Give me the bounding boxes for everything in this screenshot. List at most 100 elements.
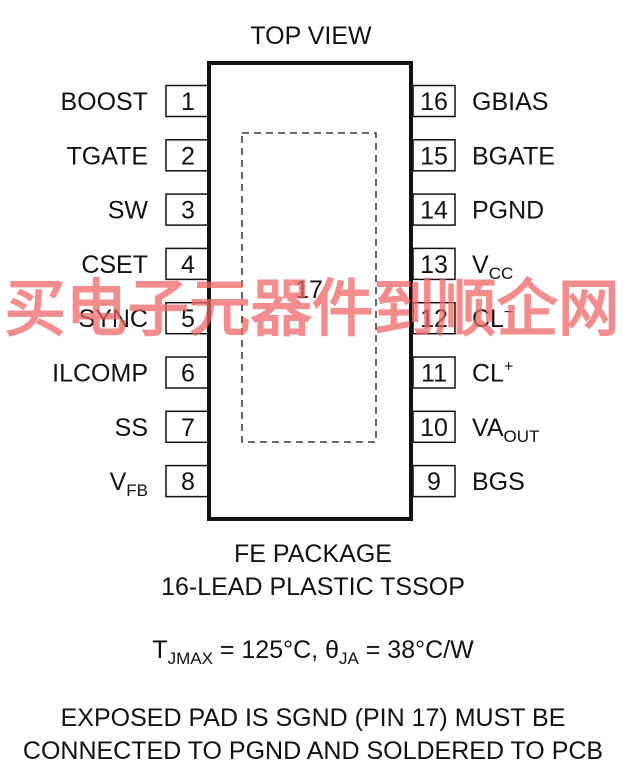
pin-7-lead — [165, 410, 211, 444]
pin-2-lead — [165, 139, 211, 172]
pin-15-lead — [412, 139, 456, 172]
pin-3-number: 3 — [181, 197, 195, 225]
pin-16-lead — [412, 84, 456, 118]
pin-11-superscript: + — [504, 359, 513, 376]
tj-subscript: JMAX — [168, 649, 213, 668]
pin-1-name: BOOST — [60, 88, 148, 116]
pin-2: 2 TGATE — [67, 139, 211, 172]
pin-16: 16 GBIAS — [412, 84, 548, 118]
pin-14-label: PGND — [472, 197, 544, 225]
pin-11-name: CL — [472, 360, 504, 388]
pin-15: 15 BGATE — [412, 139, 555, 172]
pin-9-lead — [412, 464, 456, 498]
pin-13-number: 13 — [420, 251, 448, 279]
pin-12-name: CL — [472, 305, 504, 333]
pin-9-label: BGS — [472, 468, 525, 496]
left-pins: 1 BOOST 2 TGATE 3 SW 4 CSET 5 SYNC 6 ILCOMP 7 SS 8 VFB — [52, 84, 211, 500]
pin-1-label: BOOST — [60, 88, 148, 116]
pin-8-number: 8 — [181, 468, 195, 496]
pin-3: 3 SW — [108, 193, 211, 226]
pin-11: 11 CL+ — [412, 356, 513, 389]
tj-value: = 125°C, — [213, 636, 325, 664]
thermal-spec: TJMAX = 125°C, θJA = 38°C/W — [152, 636, 474, 668]
pin-5-number: 5 — [181, 305, 195, 333]
pin-13-lead — [412, 247, 456, 281]
pin-4-number: 4 — [181, 251, 195, 279]
pin-10-subscript: OUT — [504, 427, 540, 446]
pin-14-name: PGND — [472, 197, 544, 225]
pin-5-name: SYNC — [79, 305, 148, 333]
pin-1: 1 BOOST — [60, 84, 211, 118]
pin-6-label: ILCOMP — [52, 360, 148, 388]
pin-4-lead — [165, 247, 211, 281]
pin-10-lead — [412, 410, 456, 444]
note-line-2: CONNECTED TO PGND AND SOLDERED TO PCB — [23, 737, 603, 765]
pin-4-label: CSET — [81, 251, 148, 279]
pin-6: 6 ILCOMP — [52, 356, 211, 389]
theta-value: = 38°C/W — [359, 636, 474, 664]
pin-12-number: 12 — [420, 305, 448, 333]
pin-13-subscript: CC — [489, 264, 514, 283]
pin-15-number: 15 — [420, 142, 448, 170]
exposed-pad — [241, 132, 377, 443]
pin-4: 4 CSET — [81, 247, 211, 281]
pin-15-label: BGATE — [472, 142, 555, 170]
pin-11-lead — [412, 356, 456, 389]
pin-8-subscript: FB — [126, 481, 148, 500]
pin-8-lead — [165, 464, 211, 498]
pin-1-number: 1 — [181, 88, 195, 116]
pin-11-label: CL+ — [472, 359, 513, 388]
note-line-1: EXPOSED PAD IS SGND (PIN 17) MUST BE — [61, 704, 566, 732]
package-type: 16-LEAD PLASTIC TSSOP — [161, 573, 465, 601]
pin-4-name: CSET — [81, 251, 148, 279]
pin-16-name: GBIAS — [472, 88, 548, 116]
pin-5-lead — [165, 301, 211, 335]
theta-symbol: θ — [325, 636, 339, 664]
ic-body — [207, 61, 413, 521]
pin-11-number: 11 — [421, 360, 447, 388]
pin-9-number: 9 — [427, 468, 441, 496]
pin-8-name: V — [110, 468, 127, 496]
pin-8-label: VFB — [110, 468, 148, 500]
pin-13-name: V — [472, 251, 489, 279]
pin-12-superscript: − — [504, 304, 513, 321]
top-view-title: TOP VIEW — [250, 22, 372, 50]
pin-12-label: CL− — [472, 304, 513, 333]
pin-3-label: SW — [108, 197, 149, 225]
tj-symbol: T — [152, 636, 167, 664]
pin-2-number: 2 — [181, 142, 195, 170]
pin-3-name: SW — [108, 197, 149, 225]
watermark: 买电子元器件到顺企网 — [5, 272, 620, 345]
pin-15-name: BGATE — [472, 142, 555, 170]
pin-12: 12 CL− — [412, 301, 513, 335]
pin-10-label: VAOUT — [472, 414, 539, 446]
pin-13: 13 VCC — [412, 247, 513, 283]
pin-9: 9 BGS — [412, 464, 525, 498]
pin-12-lead — [412, 301, 456, 335]
pin-5-label: SYNC — [79, 305, 148, 333]
pin-6-lead — [165, 356, 211, 389]
pin-16-number: 16 — [420, 88, 448, 116]
pin-7-label: SS — [115, 414, 148, 442]
pin-7-number: 7 — [181, 414, 195, 442]
pin-7: 7 SS — [115, 410, 211, 444]
pin-6-number: 6 — [181, 360, 195, 388]
pin-2-label: TGATE — [67, 142, 148, 170]
pin-13-label: VCC — [472, 251, 513, 283]
pin-7-name: SS — [115, 414, 148, 442]
pin-10-name: VA — [472, 414, 504, 442]
pin-9-name: BGS — [472, 468, 525, 496]
exposed-pad-label: 17 — [295, 276, 323, 304]
pin-2-name: TGATE — [67, 142, 148, 170]
pin-14-lead — [412, 193, 456, 226]
pin-6-name: ILCOMP — [52, 360, 148, 388]
pin-5: 5 SYNC — [79, 301, 211, 335]
pin-1-lead — [165, 84, 211, 118]
theta-subscript: JA — [339, 649, 360, 668]
pin-8: 8 VFB — [110, 464, 211, 500]
pin-16-label: GBIAS — [472, 88, 548, 116]
